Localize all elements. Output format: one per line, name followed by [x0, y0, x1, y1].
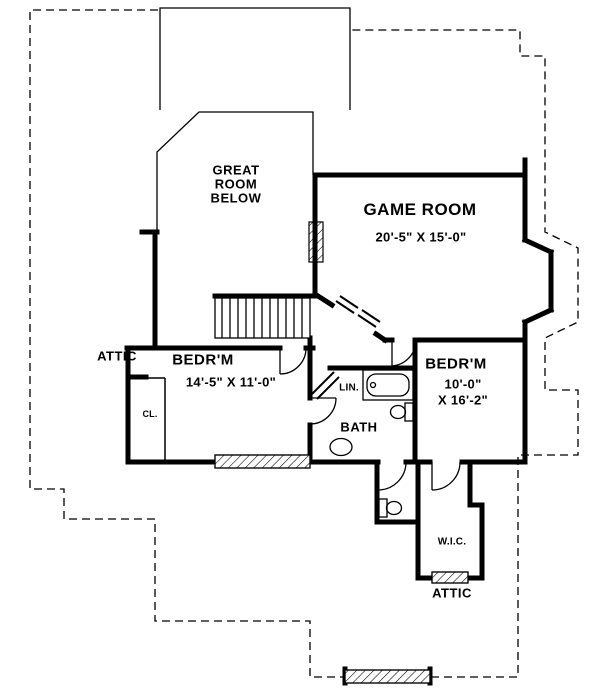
linen-label: LIN. [339, 382, 359, 394]
bedroom-window-hatch [214, 454, 311, 469]
bedroom-right-label: BEDR'M [425, 355, 487, 373]
bedroom-left-label: BEDR'M [172, 351, 234, 369]
linen-door [311, 371, 340, 400]
bedroom-left-dims: 14'-5" X 11'-0" [185, 374, 277, 390]
windows [214, 454, 469, 684]
bedroom-right-dims-line1: 10'-0" [444, 376, 482, 392]
toilet-icon [389, 402, 414, 422]
bedroom-left-door [279, 347, 307, 375]
landing-doors [335, 295, 381, 328]
roof-outline-dashed [29, 9, 579, 678]
bath-fixtures [329, 369, 414, 518]
great-room-label-line1: GREAT [212, 162, 260, 178]
hall-door [377, 461, 407, 491]
chimney [308, 221, 324, 263]
upper-roof-box [159, 7, 351, 110]
bath-door [309, 397, 337, 425]
toilet2-icon [378, 498, 403, 518]
open-to-below-outline [156, 111, 314, 232]
staircase [214, 297, 311, 339]
closet-partition [128, 377, 166, 460]
doors [279, 295, 461, 491]
walls [124, 157, 555, 686]
bathtub-icon [362, 369, 414, 401]
game-room-label: GAME ROOM [363, 200, 477, 219]
wic-window-hatch [431, 571, 469, 584]
bedroom-right-dims-line2: X 16'-2" [438, 392, 488, 408]
great-room-label-line3: BELOW [210, 190, 262, 206]
bath-label: BATH [340, 419, 378, 435]
wic-label: W.I.C. [437, 536, 467, 548]
roof-lines [156, 7, 351, 232]
attic-left-label: ATTIC [97, 348, 137, 364]
bedroom-right-door [391, 339, 417, 367]
lower-window-hatch [344, 669, 431, 684]
wic-door [431, 461, 461, 491]
sink-icon [329, 437, 353, 457]
attic-bottom-label: ATTIC [432, 585, 472, 601]
game-room-dims: 20'-5" X 15'-0" [375, 229, 467, 245]
closet-label: CL. [142, 409, 158, 419]
great-room-label-line2: ROOM [214, 176, 258, 192]
